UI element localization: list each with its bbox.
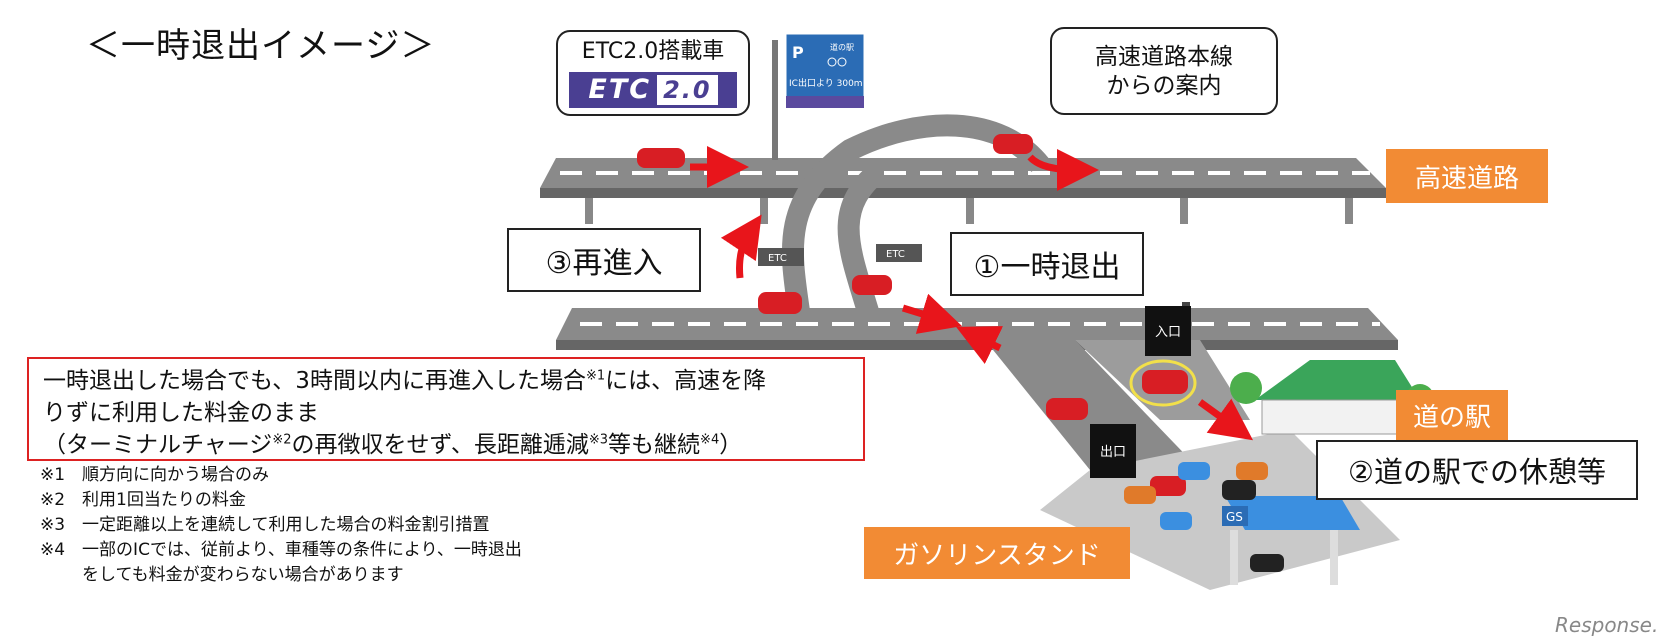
etc-logo-text: ETC xyxy=(588,73,652,105)
gas-station-label: ガソリンスタンド xyxy=(864,527,1130,579)
svg-text:P: P xyxy=(792,43,804,62)
cars xyxy=(637,134,1188,496)
note-line-3: （ターミナルチャージ※2の再徴収をせず、長距離逓減※3等も継続※4） xyxy=(43,432,743,459)
page-title: ＜一時退出イメージ＞ xyxy=(86,26,436,66)
footnote-4: ※4 一部のICでは、従前より、車種等の条件により、一時退出 xyxy=(40,540,522,560)
step-rest-box: ②道の駅での休憩等 xyxy=(1316,440,1638,500)
note-line-1: 一時退出した場合でも、3時間以内に再進入した場合※1には、高速を降 xyxy=(43,368,767,394)
note-line-2: りずに利用した料金のまま xyxy=(43,400,319,427)
step-reenter-box: ③再進入 xyxy=(507,228,701,292)
etc-callout-label: ETC2.0搭載車 xyxy=(581,39,725,64)
sign-distance: IC出口より 300m xyxy=(789,77,863,89)
parked-cars xyxy=(1124,462,1284,572)
step-exit-box: ①一時退出 xyxy=(950,232,1144,296)
michinoeki-guide-sign: P 道の駅 IC出口より 300m xyxy=(785,33,865,109)
sign-header: 道の駅 xyxy=(830,42,854,52)
etc-gate-reenter: ETC xyxy=(758,248,804,266)
exit-sign: 出口 xyxy=(1090,424,1136,478)
etc-logo: ETC 2.0 xyxy=(569,71,737,108)
svg-text:ETC: ETC xyxy=(886,249,905,260)
etc-gate-exit: ETC xyxy=(876,244,922,262)
gas-station: GS xyxy=(1222,496,1360,585)
etc-callout: ETC2.0搭載車 ETC 2.0 xyxy=(556,30,750,116)
footnote-2: ※2 利用1回当たりの料金 xyxy=(40,490,246,510)
entrance-sign: 入口 xyxy=(1145,302,1191,356)
svg-text:ETC: ETC xyxy=(768,253,787,264)
etc-logo-version: 2.0 xyxy=(657,74,718,105)
svg-text:出口: 出口 xyxy=(1100,445,1126,460)
footnote-4-cont: をしても料金が変わらない場合があります xyxy=(82,565,404,585)
footnotes: ※1 順方向に向かう場合のみ ※2 利用1回当たりの料金 ※3 一定距離以上を連… xyxy=(40,463,522,588)
guide-callout-line2: からの案内 xyxy=(1106,72,1222,99)
gs-sign: GS xyxy=(1226,510,1243,524)
footnote-1: ※1 順方向に向かう場合のみ xyxy=(40,465,270,485)
guide-callout: 高速道路本線 からの案内 xyxy=(1050,27,1278,115)
footnote-3: ※3 一定距離以上を連続して利用した場合の料金割引措置 xyxy=(40,515,490,535)
michinoeki-label: 道の駅 xyxy=(1396,390,1508,440)
svg-text:入口: 入口 xyxy=(1155,325,1181,340)
fee-note-box: 一時退出した場合でも、3時間以内に再進入した場合※1には、高速を降 りずに利用し… xyxy=(27,357,865,461)
guide-callout-line1: 高速道路本線 xyxy=(1095,44,1233,70)
flow-arrows xyxy=(690,146,1254,441)
expressway-label: 高速道路 xyxy=(1386,149,1548,203)
response-watermark: Response. xyxy=(1555,613,1659,637)
